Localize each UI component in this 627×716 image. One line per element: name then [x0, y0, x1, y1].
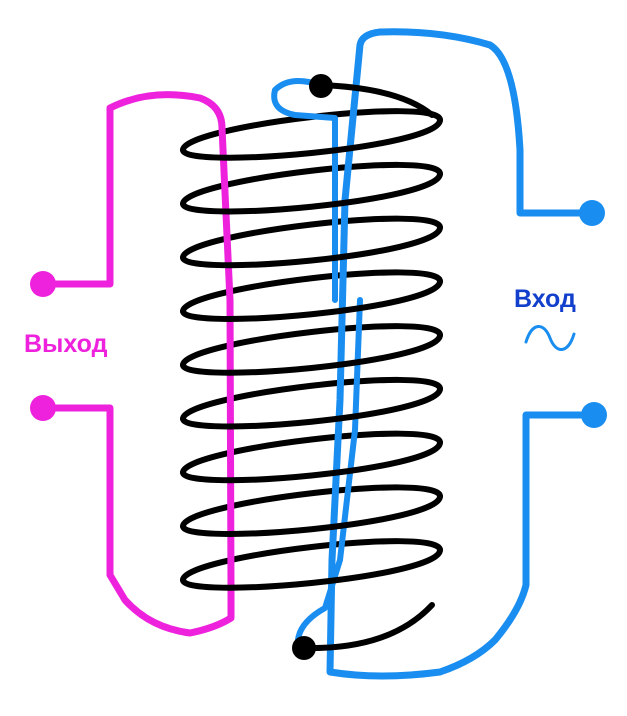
coil-turn-back [180, 538, 443, 583]
input-terminal-top [579, 200, 605, 226]
coil-tap-bottom [292, 636, 316, 660]
coil-lead-top [317, 82, 435, 118]
coil-turn-front [180, 439, 443, 484]
input-terminal-bottom [581, 402, 607, 428]
coil-turn-front [180, 547, 443, 591]
coil-turn-back [180, 430, 443, 476]
coil-turn-back [180, 215, 443, 261]
coil-turn-front [180, 117, 443, 161]
output-label: Выход [24, 330, 108, 358]
output-terminal-top [30, 271, 56, 297]
coil-turn-back [180, 269, 443, 315]
coil-tap-top [309, 74, 333, 98]
coil-back-half [180, 108, 443, 583]
input-lead-bottom [295, 297, 363, 643]
coil-front-half [180, 117, 443, 591]
output-winding-wire [41, 91, 235, 637]
input-winding-wire [326, 28, 596, 680]
coil-turn-back [180, 161, 443, 207]
input-label: Вход [514, 285, 576, 313]
coil-turn-front [180, 170, 443, 215]
coil-turn-back [180, 323, 443, 368]
coil-turn-back [180, 376, 443, 422]
coil-turn-front [180, 224, 443, 269]
output-terminal-bottom [30, 395, 56, 421]
coil-turn-back [180, 484, 443, 530]
coil-turn-front [180, 385, 443, 430]
coil-lead-bottom [301, 602, 435, 652]
coil-turn-front [180, 278, 443, 322]
coil-turn-front [180, 493, 443, 537]
input-lead-top [271, 78, 338, 303]
coil-turn-front [180, 332, 443, 376]
sine-wave-icon [524, 325, 576, 351]
